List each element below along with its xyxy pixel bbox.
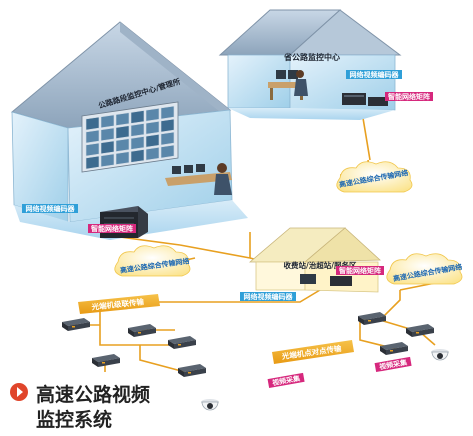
svg-text:智能网络矩阵: 智能网络矩阵 bbox=[339, 266, 381, 275]
video-wall-screen bbox=[145, 146, 160, 161]
dome-camera-right bbox=[431, 349, 449, 361]
video-wall-screen bbox=[130, 136, 145, 150]
transport-network-cloud-right: 高速公路综合传输网络 bbox=[386, 253, 463, 285]
video-wall-screen bbox=[160, 118, 175, 133]
optical-transceiver bbox=[358, 312, 386, 325]
highway-center-building: 公路路段监控中心/管理所 网络视频编码器 bbox=[10, 21, 248, 240]
video-wall-screen bbox=[145, 120, 160, 135]
title-line-2: 监控系统 bbox=[36, 409, 113, 431]
diagram-title: 高速公路视频 监控系统 bbox=[10, 380, 230, 432]
svg-text:智能网络矩阵: 智能网络矩阵 bbox=[388, 92, 430, 101]
province-matrix-tag: 智能网络矩阵 bbox=[385, 92, 433, 101]
video-wall-screen bbox=[160, 131, 175, 146]
fiber-p2p-label: 光端机点对点传输 bbox=[272, 340, 354, 364]
svg-text:视频采集: 视频采集 bbox=[379, 357, 409, 371]
video-wall-screen bbox=[130, 123, 145, 137]
video-wall bbox=[81, 101, 179, 173]
optical-transceiver bbox=[406, 324, 434, 337]
dome-camera-left bbox=[201, 399, 219, 411]
optical-transceiver bbox=[92, 354, 120, 367]
province-encoder-tag: 网络视频编码器 bbox=[346, 70, 402, 79]
toll-station-building: 收费站/治超站/服务区 网络视频编码器 智能网络矩阵 bbox=[240, 227, 384, 301]
video-wall-screen bbox=[115, 112, 130, 126]
video-wall-screen bbox=[145, 133, 160, 148]
svg-text:网络视频编码器: 网络视频编码器 bbox=[350, 70, 400, 79]
center-encoder-tag: 网络视频编码器 bbox=[22, 204, 78, 213]
video-wall-screen bbox=[100, 114, 115, 129]
video-wall-screen bbox=[85, 155, 100, 170]
video-wall-screen bbox=[115, 138, 130, 152]
video-wall-screen bbox=[130, 110, 145, 124]
video-wall-screen bbox=[130, 149, 145, 163]
operator-desk bbox=[268, 70, 308, 100]
video-wall-screen bbox=[85, 116, 100, 131]
transport-network-cloud-top: 高速公路综合传输网络 bbox=[336, 161, 413, 193]
center-matrix-tag: 智能网络矩阵 bbox=[88, 224, 136, 233]
optical-transceivers bbox=[62, 312, 434, 377]
video-capture-left: 视频采集 bbox=[267, 372, 305, 389]
center-console bbox=[165, 163, 232, 195]
video-wall-screen bbox=[115, 151, 130, 165]
video-wall-screen bbox=[85, 142, 100, 157]
optical-transceiver bbox=[380, 342, 408, 355]
svg-text:光端机点对点传输: 光端机点对点传输 bbox=[280, 343, 342, 361]
svg-text:视频采集: 视频采集 bbox=[272, 373, 302, 387]
video-wall-screen bbox=[100, 140, 115, 155]
province-center-label: 省公路监控中心 bbox=[283, 52, 340, 62]
toll-matrix-tag: 智能网络矩阵 bbox=[336, 266, 384, 275]
svg-text:网络视频编码器: 网络视频编码器 bbox=[244, 292, 294, 301]
video-wall-screen bbox=[160, 105, 175, 120]
transport-network-cloud-left: 高速公路综合传输网络 bbox=[114, 245, 191, 277]
province-server bbox=[342, 93, 388, 106]
video-capture-right: 视频采集 bbox=[374, 356, 412, 373]
optical-transceiver bbox=[62, 318, 90, 331]
video-wall-screen bbox=[85, 129, 100, 144]
toll-station-label: 收费站/治超站/服务区 bbox=[284, 260, 357, 270]
title-line-1: 高速公路视频 bbox=[36, 384, 151, 406]
optical-transceiver bbox=[168, 336, 196, 349]
video-wall-screen bbox=[145, 107, 160, 122]
province-center-building: 省公路监控中心 网络视频编码器 智能网络矩阵 bbox=[218, 9, 433, 120]
optical-transceiver bbox=[128, 324, 156, 337]
optical-transceiver bbox=[178, 364, 206, 377]
video-wall-screen bbox=[160, 144, 175, 159]
svg-text:网络视频编码器: 网络视频编码器 bbox=[26, 204, 76, 213]
toll-encoder-tag: 网络视频编码器 bbox=[240, 292, 296, 301]
fiber-cascade-label: 光端机级联传输 bbox=[78, 294, 160, 314]
play-bullet-icon bbox=[10, 383, 28, 401]
video-wall-screen bbox=[100, 153, 115, 168]
video-wall-screen bbox=[100, 127, 115, 142]
video-wall-screen bbox=[115, 125, 130, 139]
svg-text:智能网络矩阵: 智能网络矩阵 bbox=[91, 224, 133, 233]
